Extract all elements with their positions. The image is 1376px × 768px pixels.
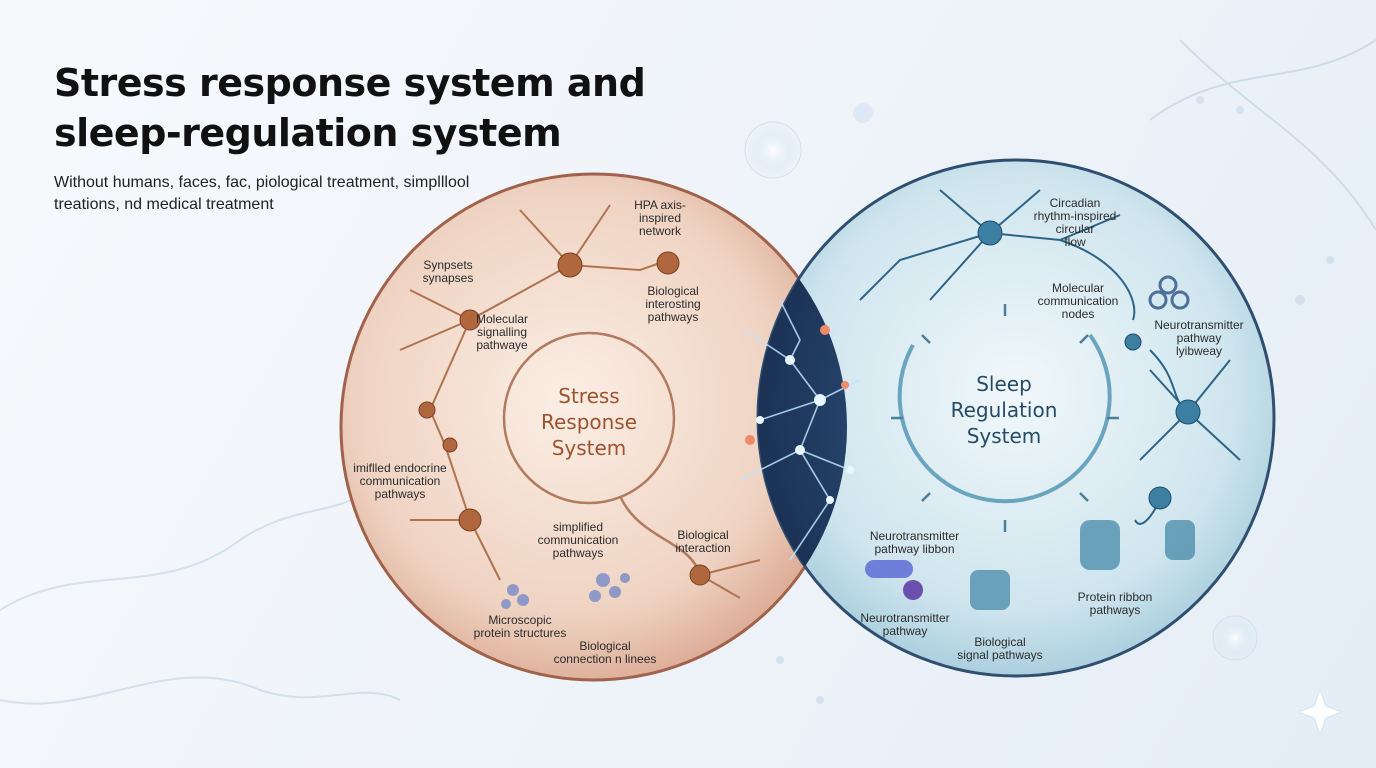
label-synapses: Synpsets synapses	[408, 259, 488, 285]
cell-bubble-decoration	[1213, 616, 1257, 660]
label-biological-interaction: Biological interaction	[668, 529, 738, 555]
sparkle-icon	[1298, 690, 1342, 734]
label-simplified-pathways: simplified communication pathways	[523, 521, 633, 560]
label-molecular-nodes: Molecular communication nodes	[1028, 282, 1128, 321]
label-circadian-flow: Circadian rhythm-inspired circular flow	[1020, 197, 1130, 249]
label-hpa-network: HPA axis- inspired network	[615, 199, 705, 238]
cell-bubble-decoration	[745, 122, 801, 178]
page-title: Stress response system and sleep-regulat…	[54, 58, 694, 158]
label-neurotransmitter-ribbon: Neurotransmitter pathway libbon	[852, 530, 977, 556]
label-molecular-signalling: Molecular signalling pathwaye	[462, 313, 542, 352]
cell-bubble-decoration	[853, 103, 873, 123]
label-protein-ribbon: Protein ribbon pathways	[1060, 591, 1170, 617]
label-connection-lines: Biological connection n linees	[545, 640, 665, 666]
label-neurotransmitter-pathway-bottom: Neurotransmitter pathway	[845, 612, 965, 638]
label-endocrine: imiflled endocrine communication pathway…	[340, 462, 460, 501]
label-signal-pathways: Biological signal pathways	[945, 636, 1055, 662]
label-protein-structures: Microscopic protein structures	[460, 614, 580, 640]
page-subtitle: Without humans, faces, fac, piological t…	[54, 172, 474, 216]
label-biological-pathways: Biological interosting pathways	[628, 285, 718, 324]
label-neurotransmitter-pathway-right: Neurotransmitter pathway lyibweay	[1144, 319, 1254, 358]
sleep-center-label: Sleep Regulation System	[934, 371, 1074, 449]
stress-center-label: Stress Response System	[519, 383, 659, 461]
